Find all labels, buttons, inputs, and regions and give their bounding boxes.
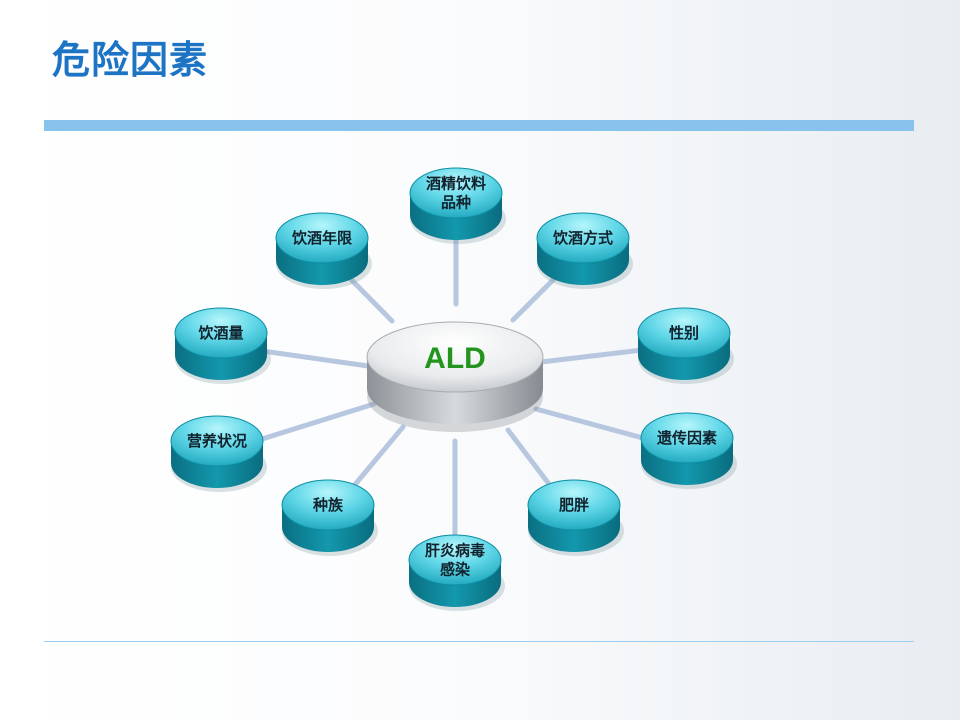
node-ethnicity: 种族 bbox=[281, 479, 378, 556]
node-cylinder-side bbox=[276, 238, 368, 285]
node-label-line: 饮酒量 bbox=[197, 324, 243, 342]
node-cylinder-side bbox=[528, 505, 620, 552]
node-cylinder-top bbox=[281, 479, 375, 531]
node-drinking-years: 饮酒年限 bbox=[275, 212, 372, 289]
center-label: ALD bbox=[424, 342, 486, 375]
node-cylinder-top bbox=[536, 212, 630, 264]
node-cylinder-side bbox=[410, 193, 502, 240]
center-cylinder-top bbox=[366, 321, 544, 393]
center-node-ald: ALD bbox=[366, 321, 544, 432]
node-label-line: 种族 bbox=[312, 496, 344, 514]
node-cylinder-side bbox=[171, 441, 263, 488]
node-cylinder-top bbox=[408, 534, 502, 586]
node-cylinder-top bbox=[409, 167, 503, 219]
node-label-line: 品种 bbox=[441, 194, 471, 212]
node-label-line: 饮酒年限 bbox=[291, 229, 352, 247]
node-cylinder-side bbox=[409, 560, 501, 607]
node-obesity: 肥胖 bbox=[527, 479, 624, 556]
node-genetic-factors: 遗传因素 bbox=[640, 412, 737, 489]
node-drinking-amount: 饮酒量 bbox=[174, 307, 271, 384]
node-cylinder-top bbox=[174, 307, 268, 359]
node-label-line: 感染 bbox=[440, 561, 471, 579]
node-cylinder-side bbox=[175, 333, 267, 380]
footer-divider bbox=[44, 641, 914, 642]
node-label-line: 遗传因素 bbox=[656, 429, 717, 447]
title-underline bbox=[44, 120, 914, 131]
node-cylinder-side bbox=[641, 438, 733, 485]
node-label-line: 肝炎病毒 bbox=[425, 542, 485, 560]
slide-title: 危险因素 bbox=[52, 38, 209, 82]
node-label-line: 饮酒方式 bbox=[552, 229, 613, 247]
center-cylinder-side bbox=[367, 357, 543, 424]
node-label-line: 营养状况 bbox=[187, 432, 247, 450]
node-drinking-method: 饮酒方式 bbox=[536, 212, 633, 289]
node-cylinder-top bbox=[640, 412, 734, 464]
node-label-line: 性别 bbox=[669, 324, 699, 342]
node-cylinder-top bbox=[170, 415, 264, 467]
node-cylinder-top bbox=[527, 479, 621, 531]
node-cylinder-top bbox=[275, 212, 369, 264]
node-nutrition-status: 营养状况 bbox=[170, 415, 267, 492]
node-gender: 性别 bbox=[637, 307, 734, 384]
node-cylinder-side bbox=[638, 333, 730, 380]
node-label-line: 酒精饮料 bbox=[426, 175, 486, 193]
node-label-line: 肥胖 bbox=[559, 496, 589, 514]
node-cylinder-side bbox=[282, 505, 374, 552]
node-cylinder-top bbox=[637, 307, 731, 359]
node-cylinder-side bbox=[537, 238, 629, 285]
